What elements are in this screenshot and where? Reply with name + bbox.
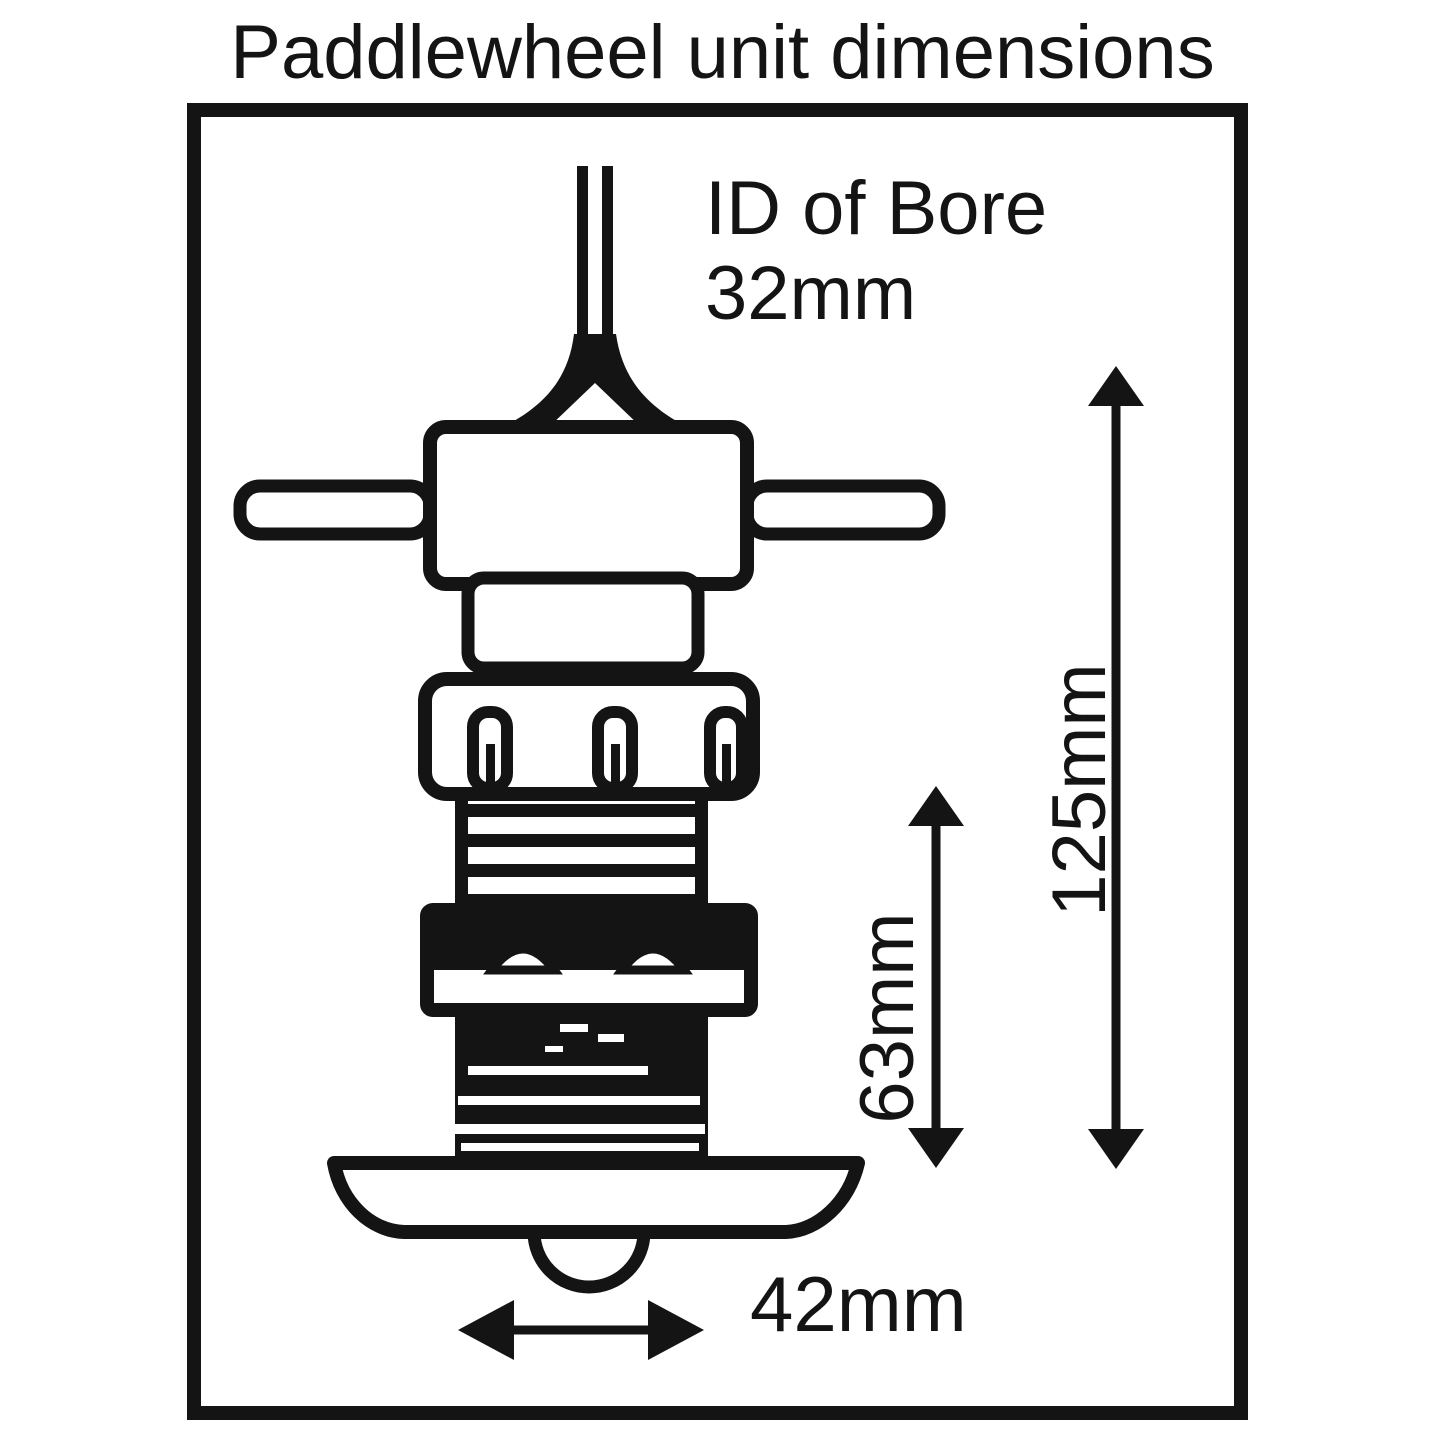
bore-annotation-line2: 32mm: [705, 251, 917, 336]
lower-threaded-body: [455, 1014, 708, 1160]
cable-wire-left: [577, 166, 588, 346]
arrowhead-down-icon: [908, 1128, 964, 1168]
thread-wall-left: [455, 800, 468, 912]
lower-body-fill: [455, 1014, 708, 1160]
right-pin: [740, 479, 946, 541]
page-title: Paddlewheel unit dimensions: [230, 10, 1215, 95]
spring-tab: [483, 944, 563, 975]
thread-glint: [545, 1046, 563, 1052]
cable-wire-right: [602, 166, 613, 346]
thread-stripe: [468, 1066, 648, 1075]
arrow-lower-body-height: [908, 786, 964, 1168]
lock-flange-top-band: [427, 910, 751, 966]
bore-annotation: ID of Bore 32mm: [705, 166, 1047, 336]
strain-relief-cone-hollow: [549, 383, 641, 427]
thread-glint: [598, 1034, 624, 1042]
top-cap: [423, 420, 754, 591]
thread-stripe: [455, 1124, 705, 1134]
thread-stripe: [461, 1143, 699, 1151]
collar-slot-groove: [611, 744, 620, 788]
arrowhead-right-icon: [648, 1300, 704, 1360]
dimension-label-lower-body-height: 63mm: [845, 912, 930, 1124]
collar-slot-groove: [486, 744, 495, 788]
thread-glint: [560, 1024, 588, 1032]
lock-flange-line: [427, 960, 751, 970]
cable-wires: [577, 166, 613, 346]
thread-line: [455, 864, 708, 877]
paddlewheel-bump: [527, 1225, 651, 1294]
bore-annotation-line1: ID of Bore: [705, 166, 1048, 251]
arrowhead-left-icon: [458, 1300, 514, 1360]
dimension-arrows: [458, 366, 1144, 1360]
paddlewheel-unit-drawing: [233, 166, 946, 1294]
thread-line: [455, 834, 708, 847]
lock-flange: [420, 903, 758, 1017]
neck: [461, 571, 705, 675]
thread-line: [455, 804, 708, 817]
collar-slot-groove: [722, 744, 731, 788]
frame-border: [187, 103, 1248, 1420]
arrowhead-up-icon: [908, 786, 964, 826]
thread-section: [455, 800, 708, 912]
arrowhead-down-icon: [1088, 1129, 1144, 1169]
arrow-flange-width: [458, 1300, 704, 1360]
dimension-label-overall-height: 125mm: [1037, 663, 1122, 917]
collar-nut-slots: [467, 706, 748, 794]
hull-flange: [327, 1156, 865, 1239]
thread-stripe: [458, 1096, 700, 1105]
left-pin: [233, 479, 437, 541]
spring-tab: [613, 944, 693, 975]
arrow-overall-height: [1088, 366, 1144, 1169]
dimension-label-flange-width: 42mm: [750, 1260, 967, 1348]
arrowhead-up-icon: [1088, 366, 1144, 406]
thread-wall-right: [695, 800, 708, 912]
